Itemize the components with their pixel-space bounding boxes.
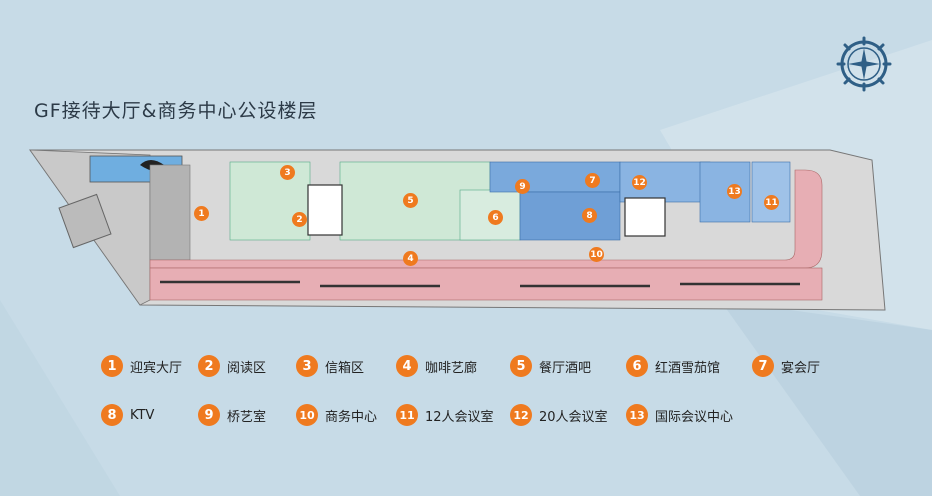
stair-core-right [624,197,666,237]
map-marker-5[interactable]: 5 [403,193,418,208]
legend-badge: 13 [626,404,648,426]
legend-item-11: 11 12人会议室 [396,403,494,427]
map-marker-4[interactable]: 4 [403,251,418,266]
legend-item-12: 12 20人会议室 [510,403,608,427]
lobby-zone [149,164,191,261]
legend-item-10: 10 商务中心 [296,403,377,427]
map-marker-9[interactable]: 9 [515,179,530,194]
legend-badge: 4 [396,355,418,377]
legend-badge: 6 [626,355,648,377]
legend-label: 12人会议室 [425,409,494,425]
legend-badge: 7 [752,355,774,377]
map-marker-10[interactable]: 10 [589,247,604,262]
legend-label: 宴会厅 [781,360,821,376]
legend-label: 阅读区 [227,360,267,376]
legend-item-8: 8 KTV [101,403,154,427]
legend-badge: 10 [296,404,318,426]
zone-blue-bridge [489,161,621,193]
stair-core-left [307,184,343,236]
map-marker-13[interactable]: 13 [727,184,742,199]
legend-label: KTV [130,407,155,423]
zone-blue-12p [751,161,791,223]
legend-badge: 1 [101,355,123,377]
legend-item-5: 5 餐厅酒吧 [510,354,591,378]
corridor [149,169,823,269]
legend-badge: 8 [101,404,123,426]
legend-badge: 3 [296,355,318,377]
legend-label: 桥艺室 [227,409,267,425]
legend-badge: 11 [396,404,418,426]
compass-rose-icon [836,36,892,92]
legend-label: 国际会议中心 [655,409,734,425]
legend-label: 信箱区 [325,360,365,376]
map-marker-3[interactable]: 3 [280,165,295,180]
legend-item-6: 6 红酒雪茄馆 [626,354,720,378]
legend-item-4: 4 咖啡艺廊 [396,354,477,378]
legend-label: 迎宾大厅 [130,360,183,376]
zone-green-reading [229,161,311,241]
map-marker-12[interactable]: 12 [632,175,647,190]
legend-item-1: 1 迎宾大厅 [101,354,182,378]
entrance-ramp [58,193,112,249]
legend-label: 红酒雪茄馆 [655,360,721,376]
legend-badge: 2 [198,355,220,377]
map-marker-7[interactable]: 7 [585,173,600,188]
legend-item-7: 7 宴会厅 [752,354,820,378]
map-marker-2[interactable]: 2 [292,212,307,227]
map-marker-1[interactable]: 1 [194,206,209,221]
legend-item-13: 13 国际会议中心 [626,403,733,427]
legend-label: 咖啡艺廊 [425,360,478,376]
legend-label: 商务中心 [325,409,378,425]
legend-badge: 9 [198,404,220,426]
map-marker-6[interactable]: 6 [488,210,503,225]
page-title: GF接待大厅&商务中心公设楼层 [34,100,318,122]
legend-badge: 5 [510,355,532,377]
legend-item-3: 3 信箱区 [296,354,364,378]
zone-blue-banquet [519,191,621,241]
legend-label: 20人会议室 [539,409,608,425]
legend-badge: 12 [510,404,532,426]
zone-blue-conference [699,161,751,223]
map-marker-8[interactable]: 8 [582,208,597,223]
map-marker-11[interactable]: 11 [764,195,779,210]
legend-item-2: 2 阅读区 [198,354,266,378]
legend-item-9: 9 桥艺室 [198,403,266,427]
legend-label: 餐厅酒吧 [539,360,592,376]
